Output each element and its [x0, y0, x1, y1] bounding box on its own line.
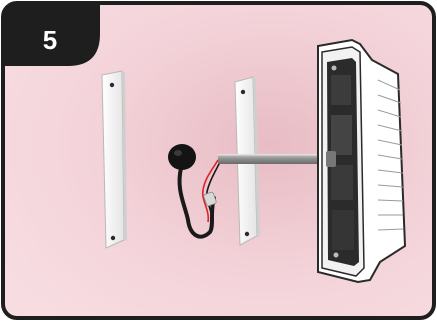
connecting-rod	[218, 154, 330, 164]
step-number: 5	[43, 25, 57, 55]
mounting-plate-icon	[102, 71, 127, 248]
door-viewer-monitor-icon	[318, 40, 405, 282]
camera-lens-icon	[168, 144, 196, 170]
